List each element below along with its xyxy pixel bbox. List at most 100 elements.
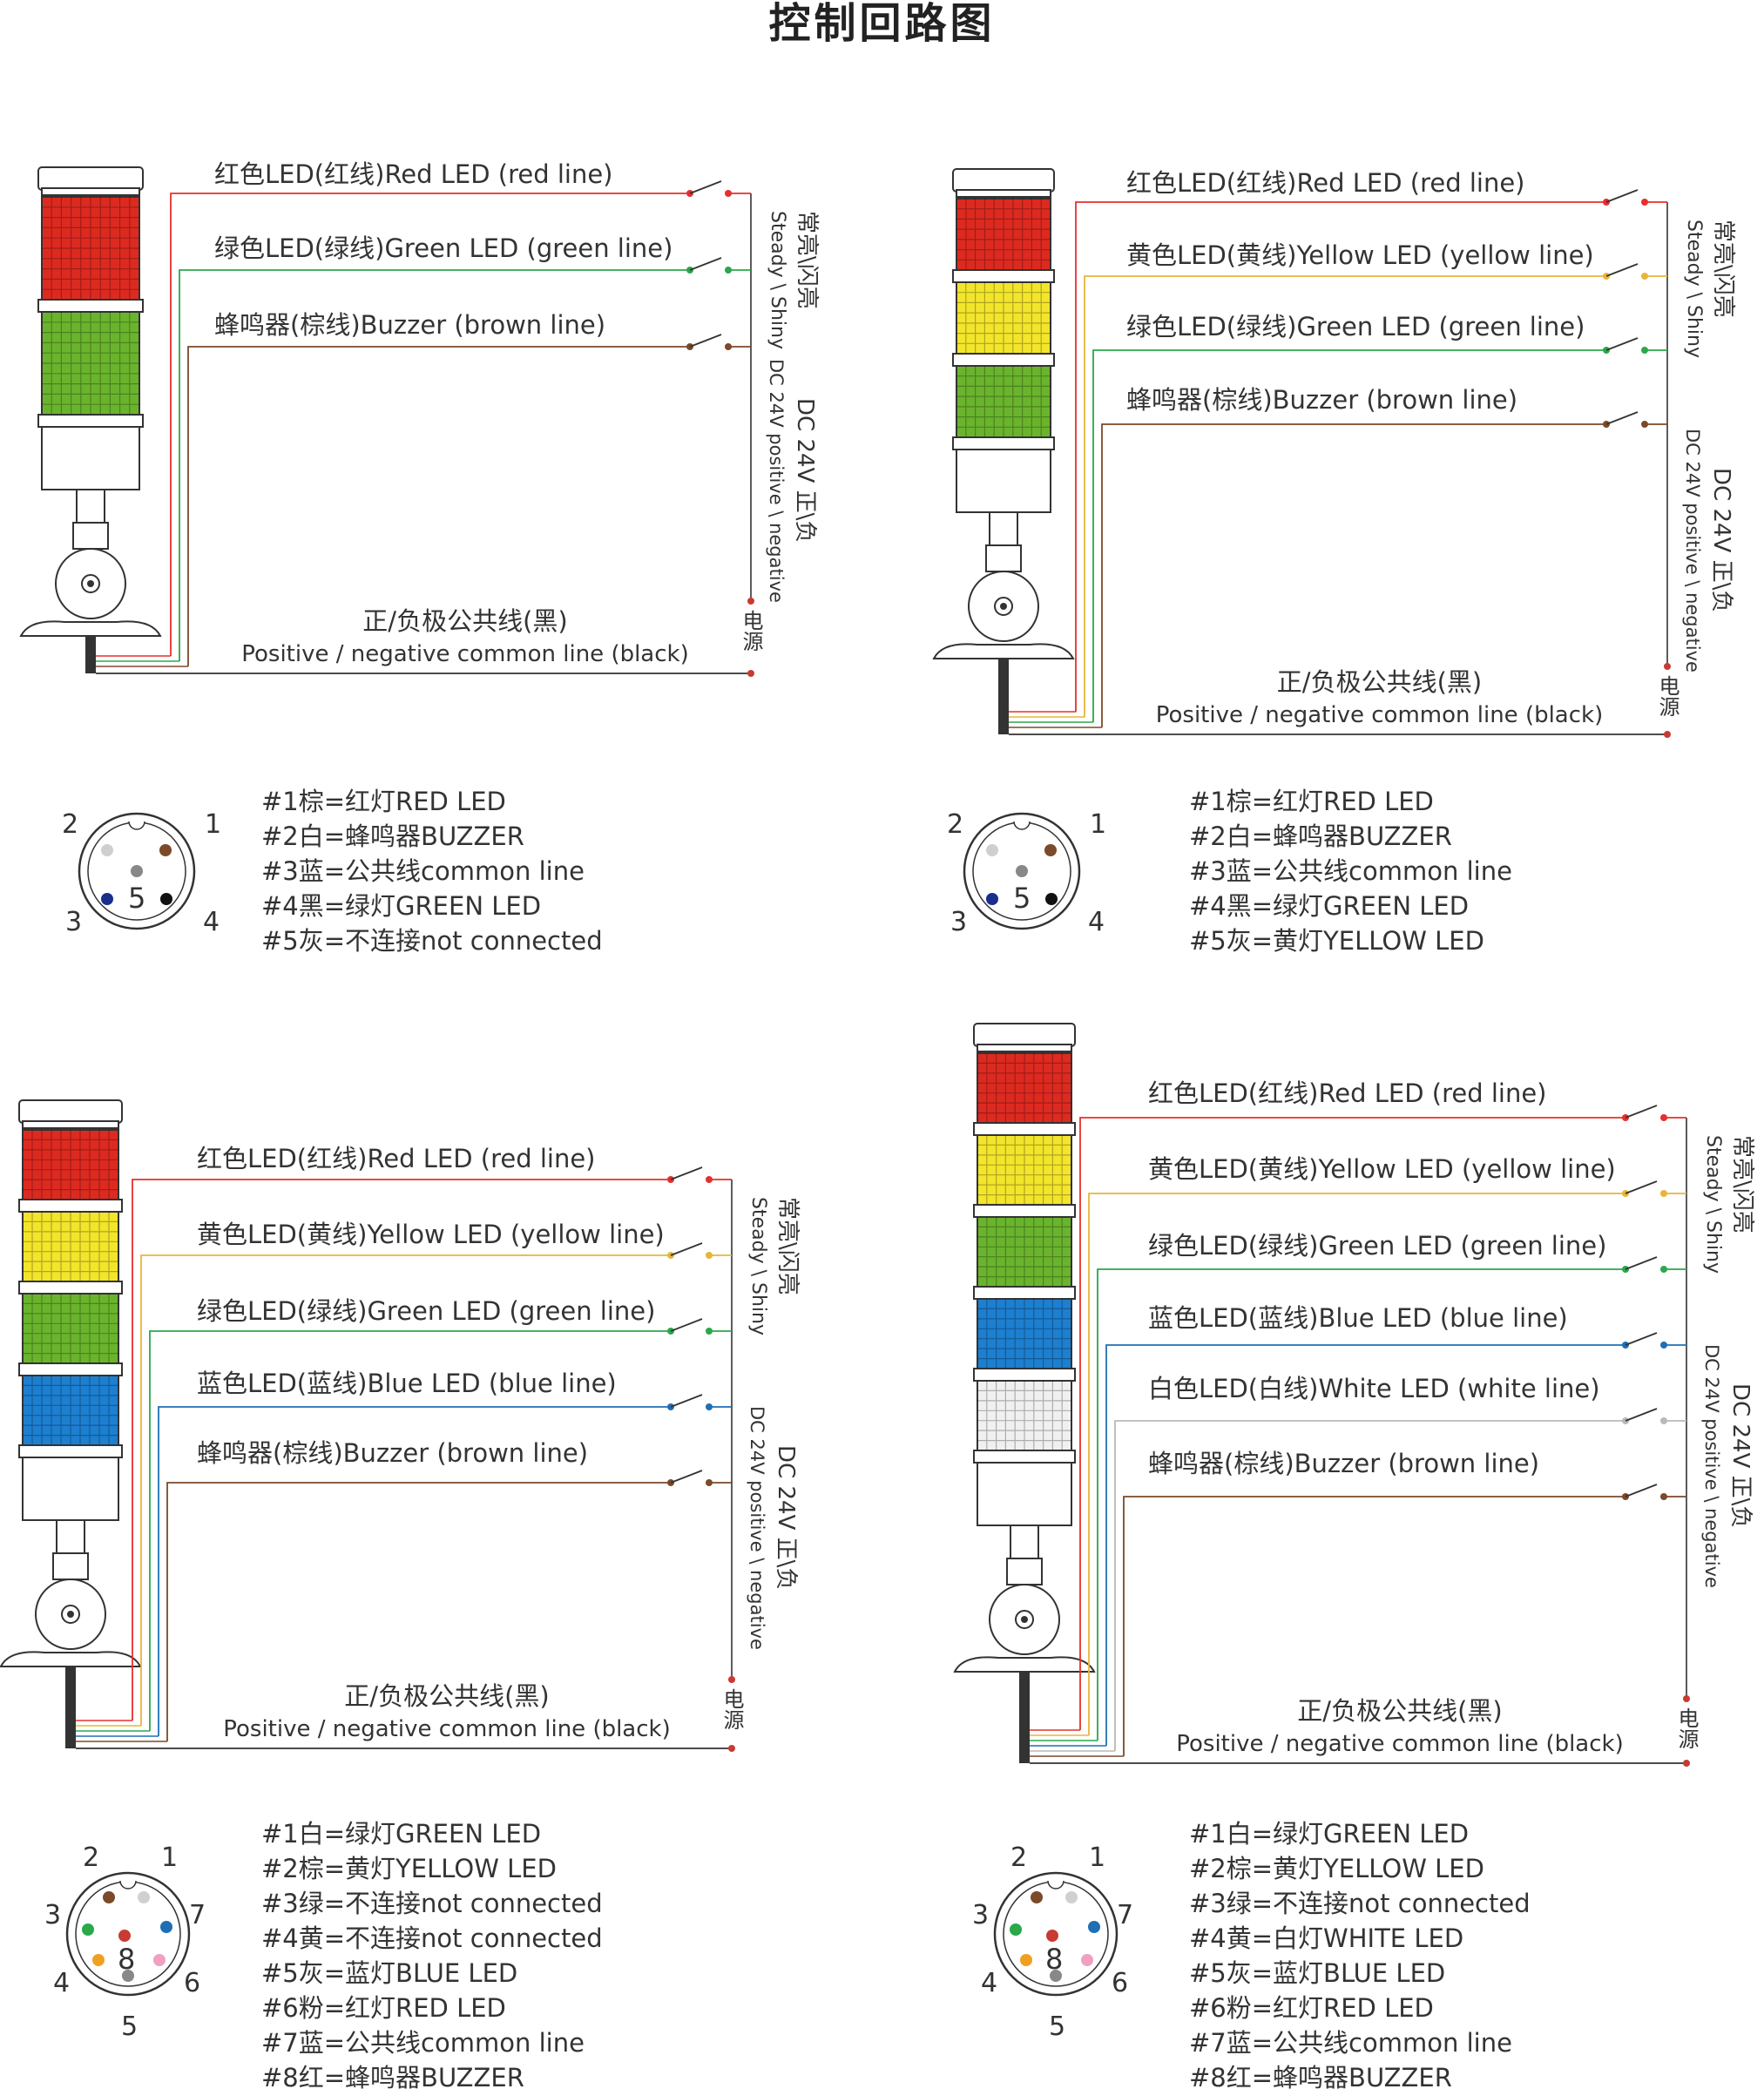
lamp-pole-joint xyxy=(72,522,109,550)
dc-label-en: DC 24V positive \ negative xyxy=(1701,1344,1722,1588)
wire-white xyxy=(1114,1420,1625,1751)
pin-legend-item: #3绿=不连接not connected xyxy=(261,1889,603,1918)
lamp-cap-ring xyxy=(41,187,140,196)
connector-pin-number: 3 xyxy=(44,1900,61,1930)
common-line-label-en: Positive / negative common line (black) xyxy=(241,641,689,667)
lamp-pole-joint xyxy=(1006,1558,1043,1585)
line-label-red: 红色LED(红线)Red LED (red line) xyxy=(214,159,613,189)
common-terminal-dot xyxy=(1683,1760,1690,1767)
connector-pin-1 xyxy=(138,1891,150,1903)
tower-lamp xyxy=(953,1023,1096,1763)
connector-pin-number: 7 xyxy=(189,1900,206,1930)
wiring xyxy=(96,180,754,677)
common-line-label-cn: 正/负极公共线(黑) xyxy=(1297,1696,1502,1726)
lamp-divider xyxy=(952,269,1055,283)
lamp-cap xyxy=(18,1099,123,1124)
line-label-green: 绿色LED(绿线)Green LED (green line) xyxy=(197,1296,655,1326)
wire-brown xyxy=(1123,1496,1625,1756)
pin-legend-item: #7蓝=公共线common line xyxy=(1189,2028,1512,2058)
connector-pin-6 xyxy=(153,1954,166,1966)
lamp-divider xyxy=(973,1450,1076,1464)
switch-lever xyxy=(1605,337,1639,351)
lamp-cap-ring xyxy=(956,189,1051,198)
lamp-divider xyxy=(952,353,1055,367)
line-label-green: 绿色LED(绿线)Green LED (green line) xyxy=(214,233,672,263)
dc-label-cn: DC 24V 正\负 xyxy=(773,1445,799,1590)
lamp-grid xyxy=(23,1376,118,1445)
lamp-grid xyxy=(977,1381,1071,1450)
lamp-grid xyxy=(956,199,1051,270)
mount-base xyxy=(953,1656,1096,1673)
switch-lever xyxy=(1625,1180,1658,1194)
lamp-divider xyxy=(18,1444,123,1458)
switch-lever xyxy=(670,1166,703,1180)
line-label-brown: 蜂鸣器(棕线)Buzzer (brown line) xyxy=(1148,1449,1539,1478)
connector-pin-number: 1 xyxy=(161,1842,178,1873)
connector-pin-number: 3 xyxy=(65,907,82,937)
connector-key xyxy=(119,1880,137,1890)
lamp-grid xyxy=(23,1294,118,1363)
power-label: 电源 xyxy=(1674,1707,1699,1749)
common-line-label-cn: 正/负极公共线(黑) xyxy=(344,1681,549,1711)
line-label-red: 红色LED(红线)Red LED (red line) xyxy=(197,1144,596,1173)
connector-key xyxy=(1047,1880,1064,1890)
diagram-three-layer: 红色LED(红线)Red LED (red line) 绿色LED(绿线)Gree… xyxy=(19,159,820,956)
connector-pin-number: 6 xyxy=(1112,1968,1128,1998)
wire-red xyxy=(132,1179,671,1721)
buzzer-body xyxy=(956,449,1051,513)
connector-pin-number: 4 xyxy=(53,1968,70,1998)
switch-lever xyxy=(1605,263,1639,277)
lamp-divider xyxy=(37,414,144,428)
dc-label-en: DC 24V positive \ negative xyxy=(1682,429,1703,673)
lamp-cap xyxy=(37,166,144,191)
common-line-label-cn: 正/负极公共线(黑) xyxy=(362,606,567,636)
connector-key xyxy=(1013,821,1031,830)
lamp-divider xyxy=(952,436,1055,450)
tower-lamp xyxy=(19,166,162,673)
line-label-red: 红色LED(红线)Red LED (red line) xyxy=(1126,168,1525,198)
line-label-green: 绿色LED(绿线)Green LED (green line) xyxy=(1148,1231,1606,1261)
common-terminal-dot xyxy=(1664,731,1671,738)
connector-pin-number: 2 xyxy=(1010,1842,1027,1873)
diagram-five-layer: 红色LED(红线)Red LED (red line) 黄色LED(黄线)Yell… xyxy=(0,1099,801,2089)
page-title: 控制回路图 xyxy=(768,0,996,48)
switch-lever xyxy=(689,180,722,194)
pin-legend-item: #5灰=黄灯YELLOW LED xyxy=(1189,926,1484,956)
line-label-brown: 蜂鸣器(棕线)Buzzer (brown line) xyxy=(197,1438,588,1468)
pin-legend-item: #2棕=黄灯YELLOW LED xyxy=(1189,1854,1484,1883)
connector-pin-3 xyxy=(986,893,998,905)
switch-lever xyxy=(689,257,722,271)
connector-pin-7 xyxy=(1088,1921,1100,1933)
lamp-divider xyxy=(37,299,144,313)
lamp-pole xyxy=(989,511,1018,546)
pin-legend-item: #8红=蜂鸣器BUZZER xyxy=(1189,2063,1452,2089)
wire-brown xyxy=(1101,423,1606,727)
connector-pin-3 xyxy=(82,1923,94,1936)
line-label-yellow: 黄色LED(黄线)Yellow LED (yellow line) xyxy=(197,1220,665,1249)
mode-label-cn: 常亮\闪亮 xyxy=(774,1197,801,1295)
connector-pin-number: 1 xyxy=(1089,1842,1105,1873)
wire-blue xyxy=(1105,1344,1625,1746)
connector-pin-4 xyxy=(160,893,172,905)
lamp-divider xyxy=(18,1281,123,1295)
line-label-yellow: 黄色LED(黄线)Yellow LED (yellow line) xyxy=(1126,240,1594,270)
switch-lever xyxy=(1625,1105,1658,1119)
lamp-grid xyxy=(956,282,1051,354)
pin-legend-item: #6粉=红灯RED LED xyxy=(261,1993,506,2023)
power-terminal-dot xyxy=(728,1676,735,1683)
line-label-brown: 蜂鸣器(棕线)Buzzer (brown line) xyxy=(214,310,605,340)
pin-legend-item: #5灰=不连接not connected xyxy=(261,926,603,956)
cable xyxy=(1019,1672,1030,1763)
connector-pin-number: 6 xyxy=(184,1968,200,1998)
lamp-segment xyxy=(22,1129,119,1200)
power-terminal-dot xyxy=(747,598,754,605)
switch-lever xyxy=(1605,189,1639,203)
lamp-grid xyxy=(42,197,139,300)
pin-legend-item: #5灰=蓝灯BLUE LED xyxy=(1189,1958,1445,1988)
wire-green xyxy=(1097,1268,1625,1741)
lamp-divider xyxy=(18,1199,123,1213)
connector-pin-number: 2 xyxy=(83,1842,99,1873)
lamp-cap-ring xyxy=(977,1044,1072,1052)
dc-label-cn: DC 24V 正\负 xyxy=(1708,468,1734,612)
